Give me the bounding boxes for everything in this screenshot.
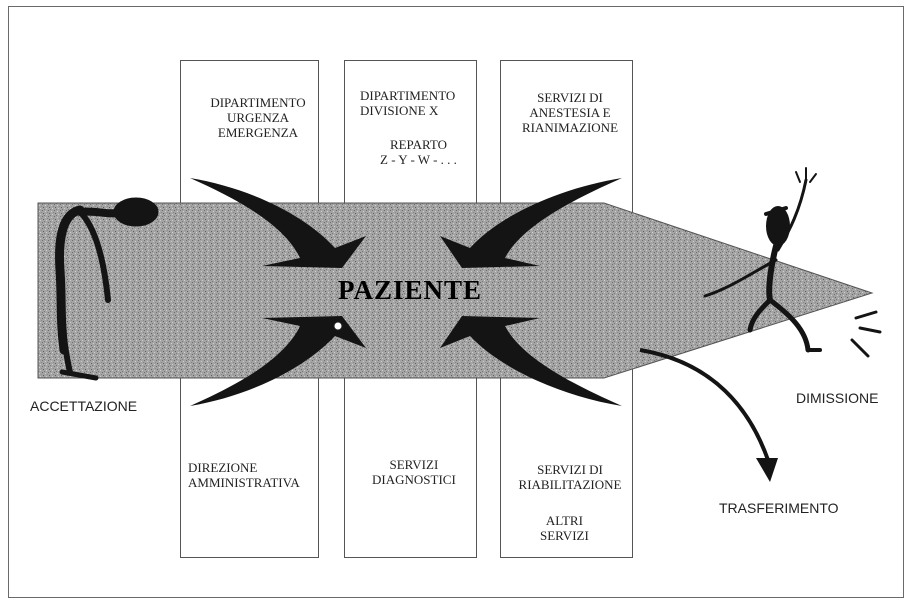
label-dimissione: DIMISSIONE [796,390,878,406]
label-servizi-riabilitazione: SERVIZI DI RIABILITAZIONE [512,462,628,492]
transfer-arrow [640,350,768,460]
label-trasferimento: TRASFERIMENTO [719,500,839,516]
label-accettazione: ACCETTAZIONE [30,398,137,414]
label-reparto: REPARTO Z - Y - W - . . . [380,137,457,167]
label-dipartimento-divisione: DIPARTIMENTO DIVISIONE X [360,88,455,118]
arrow-dot [334,322,342,330]
label-altri-servizi: ALTRI SERVIZI [540,513,589,543]
transfer-arrowhead [756,458,778,482]
label-dipartimento-urgenza: DIPARTIMENTO URGENZA EMERGENZA [200,95,316,140]
label-paziente: PAZIENTE [338,275,482,306]
label-servizi-anestesia: SERVIZI DI ANESTESIA E RIANIMAZIONE [512,90,628,135]
label-servizi-diagnostici: SERVIZI DIAGNOSTICI [372,457,456,487]
label-direzione-amministrativa: DIREZIONE AMMINISTRATIVA [188,460,300,490]
